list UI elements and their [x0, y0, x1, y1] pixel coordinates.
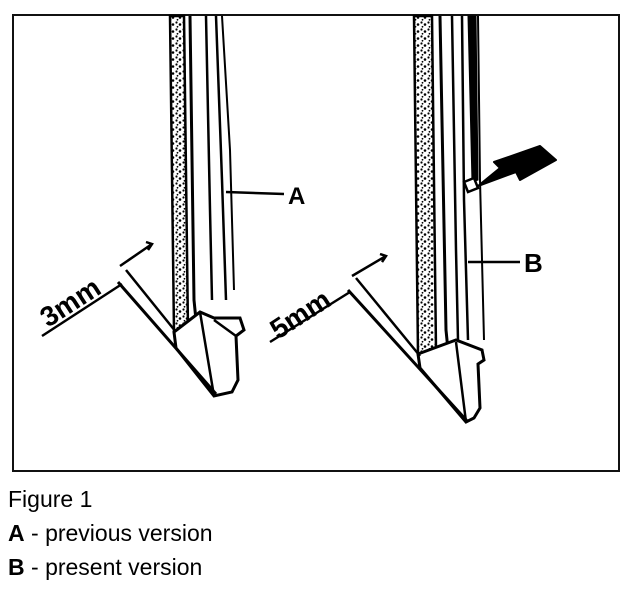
right-seal-inner-line-1: [450, 15, 460, 341]
left-molding-foot: [198, 311, 237, 397]
label-a-leader: [225, 190, 285, 196]
technical-diagram: 3mm A 5mm B: [34, 14, 557, 424]
left-seal-outer-line: [188, 15, 200, 341]
legend-item-a: A - previous version: [8, 516, 213, 550]
right-glass-edge: [346, 288, 470, 424]
right-dimension-arrow: [351, 252, 388, 278]
label-a: A: [288, 183, 305, 210]
left-molding-end: [172, 310, 246, 398]
right-seal-assembly: 5mm B: [264, 14, 557, 424]
left-seal-assembly: 3mm A: [34, 14, 305, 398]
right-clip-tab: [462, 176, 480, 194]
figure-caption: Figure 1 A - previous version B - presen…: [8, 482, 213, 584]
legend-text-b: - present version: [24, 554, 203, 580]
right-seal-outer-line: [438, 15, 452, 371]
right-seal-inner-line-2: [460, 15, 470, 341]
left-seal-inner-line-3: [221, 15, 235, 291]
right-glass-edge-2: [355, 277, 421, 357]
left-foam-strip: [168, 14, 190, 334]
left-glass-edge-2: [125, 269, 177, 333]
right-foam-strip: [412, 14, 438, 356]
figure-frame: [12, 14, 620, 472]
legend-item-b: B - present version: [8, 550, 213, 584]
legend-text-a: - previous version: [24, 520, 213, 546]
legend-key-a: A: [8, 520, 25, 546]
caption-title: Figure 1: [8, 486, 93, 512]
left-dimension-label: 3mm: [34, 271, 106, 333]
left-dimension-leader: [41, 282, 123, 338]
left-seal-inner-line-1: [204, 15, 214, 301]
right-molding-end: [416, 338, 486, 424]
right-dimension-leader: [269, 290, 351, 344]
left-seal-inner-line-2: [214, 15, 228, 301]
left-glass-edge: [116, 281, 218, 395]
legend-key-b: B: [8, 554, 25, 580]
right-molding-foot: [454, 341, 468, 423]
left-dimension-arrow: [119, 240, 154, 268]
right-dimension-label: 5mm: [264, 283, 336, 345]
label-b: B: [524, 248, 543, 278]
right-seal-dark-band: [467, 15, 479, 183]
right-seal-inner-line-3: [477, 15, 485, 341]
pointer-arrow-icon: [477, 145, 557, 187]
